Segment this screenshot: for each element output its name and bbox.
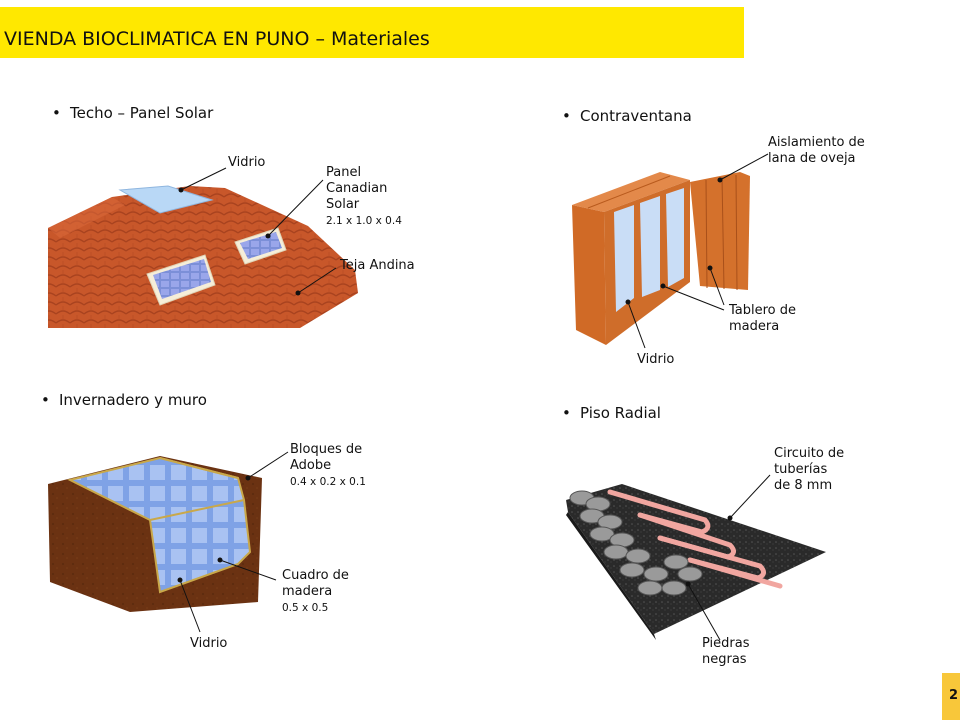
leader-dot <box>265 233 271 239</box>
label-aislamiento: Aislamiento de lana de oveja <box>768 135 865 167</box>
heading-greenhouse-text: Invernadero y muro <box>59 391 207 409</box>
label-circuito-line1: Circuito de <box>774 446 845 461</box>
label-cuadro-dims: 0.5 x 0.5 <box>282 602 329 614</box>
shutter-side <box>572 205 606 345</box>
label-panel: Panel Canadian Solar 2.1 x 1.0 x 0.4 <box>326 165 402 229</box>
roof-illustration <box>48 167 358 328</box>
leader-dot <box>178 187 184 193</box>
roof-ridge <box>48 197 125 238</box>
bullet-icon: • <box>562 107 571 125</box>
label-aislamiento-line2: lana de oveja <box>768 151 856 166</box>
label-cuadro-line1: Cuadro de <box>282 568 349 583</box>
label-piedras-line2: negras <box>702 652 747 667</box>
label-cuadro-line2: madera <box>282 584 333 599</box>
heading-floor: • Piso Radial <box>562 404 661 422</box>
heading-shutter-text: Contraventana <box>580 107 692 125</box>
shutter-glass <box>614 205 634 312</box>
heading-greenhouse: • Invernadero y muro <box>41 391 207 409</box>
skylight-glass <box>118 185 214 214</box>
page-number-tab: 2 <box>942 673 960 720</box>
label-panel-dims: 2.1 x 1.0 x 0.4 <box>326 215 402 227</box>
label-bloques-dims: 0.4 x 0.2 x 0.1 <box>290 476 366 488</box>
heading-floor-text: Piso Radial <box>580 404 661 422</box>
heading-roof-text: Techo – Panel Solar <box>70 104 214 122</box>
label-tablero-line2: madera <box>729 319 780 334</box>
label-greenhouse-vidrio: Vidrio <box>190 636 228 651</box>
label-circuito: Circuito de tuberías de 8 mm <box>774 446 844 494</box>
label-roof-vidrio: Vidrio <box>228 155 266 170</box>
floor-illustration <box>566 474 826 641</box>
label-shutter-vidrio: Vidrio <box>637 352 675 367</box>
heading-shutter: • Contraventana <box>562 107 692 125</box>
bullet-icon: • <box>52 104 61 122</box>
label-teja: Teja Andina <box>340 258 415 273</box>
floor-slab <box>566 484 826 634</box>
leader-dot <box>295 290 301 296</box>
label-panel-line2: Canadian <box>326 181 388 196</box>
label-panel-line1: Panel <box>326 165 362 180</box>
page-number: 2 <box>949 688 959 703</box>
leader-line <box>180 167 227 191</box>
label-bloques: Bloques de Adobe 0.4 x 0.2 x 0.1 <box>290 442 366 490</box>
slide-title: VIENDA BIOCLIMATICA EN PUNO – Materiales <box>4 28 430 50</box>
heading-roof: • Techo – Panel Solar <box>52 104 213 122</box>
title-bar: VIENDA BIOCLIMATICA EN PUNO – Materiales <box>0 7 744 58</box>
label-cuadro: Cuadro de madera 0.5 x 0.5 <box>282 568 349 616</box>
bullet-icon: • <box>41 391 50 409</box>
label-piedras-line1: Piedras <box>702 636 750 651</box>
label-panel-line3: Solar <box>326 197 360 212</box>
shutter-glass <box>640 196 660 297</box>
label-circuito-line3: de 8 mm <box>774 478 833 493</box>
black-stones <box>569 490 703 596</box>
shutter-top <box>572 172 690 212</box>
shutter-illustration <box>572 153 769 349</box>
shutter-door <box>690 172 750 290</box>
label-tablero: Tablero de madera <box>729 303 796 335</box>
greenhouse-illustration <box>48 451 289 633</box>
leader-line <box>267 179 324 237</box>
leader-line <box>297 267 337 294</box>
label-bloques-line2: Adobe <box>290 458 332 473</box>
shutter-glass <box>666 188 684 287</box>
label-tablero-line1: Tablero de <box>729 303 797 318</box>
label-piedras: Piedras negras <box>702 636 750 668</box>
label-circuito-line2: tuberías <box>774 462 828 477</box>
bullet-icon: • <box>562 404 571 422</box>
solar-panel-small <box>234 227 287 265</box>
pipe-circuit <box>607 489 783 589</box>
label-bloques-line1: Bloques de <box>290 442 363 457</box>
label-aislamiento-line1: Aislamiento de <box>768 135 865 150</box>
solar-panel-large <box>146 254 216 306</box>
